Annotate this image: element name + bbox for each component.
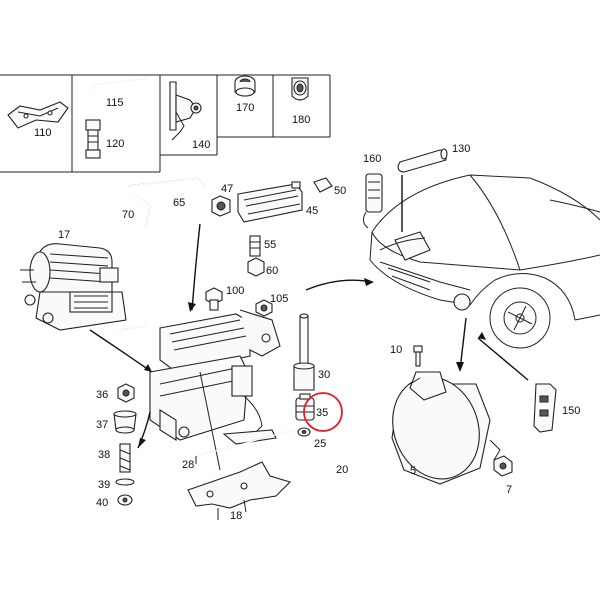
valve-unit-drawing bbox=[149, 309, 281, 471]
plug-part-drawing bbox=[291, 77, 309, 101]
label-110: 110 bbox=[34, 127, 52, 139]
label-170: 170 bbox=[236, 102, 254, 114]
label-120: 120 bbox=[106, 138, 124, 150]
line-28-drawing bbox=[195, 429, 297, 464]
label-35: 35 bbox=[316, 407, 328, 419]
bracket-150-drawing bbox=[533, 383, 557, 433]
shaft-30-drawing bbox=[293, 313, 315, 391]
label-38: 38 bbox=[98, 449, 110, 461]
fitting-55-60-drawing bbox=[247, 235, 265, 277]
label-17: 17 bbox=[58, 229, 70, 241]
label-5: 5 bbox=[410, 465, 416, 477]
highlight-circle bbox=[303, 392, 343, 432]
label-150: 150 bbox=[562, 405, 580, 417]
bracket-18-drawing bbox=[187, 461, 292, 520]
pressure-tank-drawing bbox=[391, 371, 501, 485]
label-37: 37 bbox=[96, 419, 108, 431]
label-50: 50 bbox=[334, 185, 346, 197]
car-front-drawing bbox=[369, 174, 600, 349]
label-55: 55 bbox=[264, 239, 276, 251]
valve-part-drawing bbox=[169, 81, 202, 141]
arrow-head bbox=[144, 364, 152, 372]
label-70: 70 bbox=[122, 209, 134, 221]
leader-line bbox=[305, 279, 373, 291]
leader-line bbox=[477, 337, 529, 381]
bracket-part-drawing bbox=[7, 101, 69, 129]
label-160: 160 bbox=[363, 153, 381, 165]
label-45: 45 bbox=[306, 205, 318, 217]
label-39: 39 bbox=[98, 479, 110, 491]
sensor-part-drawing bbox=[362, 173, 383, 229]
label-25: 25 bbox=[314, 438, 326, 450]
small-parts-column bbox=[113, 383, 137, 506]
label-28: 28 bbox=[182, 459, 194, 471]
arrow-head bbox=[138, 438, 146, 448]
leader-line bbox=[89, 329, 153, 373]
bolt-nut-drawing bbox=[205, 287, 273, 317]
label-18: 18 bbox=[230, 510, 242, 522]
label-180: 180 bbox=[292, 114, 310, 126]
label-100: 100 bbox=[226, 285, 244, 297]
label-105: 105 bbox=[270, 293, 288, 305]
arrow-head bbox=[364, 278, 374, 286]
rod-70-65-drawing bbox=[117, 177, 207, 344]
hose-20-drawing bbox=[300, 449, 333, 487]
arrow-head bbox=[478, 332, 486, 340]
spacer-25-drawing bbox=[297, 427, 311, 437]
label-140: 140 bbox=[192, 139, 210, 151]
label-115: 115 bbox=[106, 97, 124, 109]
label-47: 47 bbox=[221, 183, 233, 195]
grommet-part-drawing bbox=[234, 75, 256, 97]
label-60: 60 bbox=[266, 265, 278, 277]
label-30: 30 bbox=[318, 369, 330, 381]
drain-7-drawing bbox=[493, 455, 513, 477]
compressor-part-drawing bbox=[20, 243, 127, 331]
leader-line bbox=[191, 223, 201, 311]
label-36: 36 bbox=[96, 389, 108, 401]
leader-line bbox=[459, 317, 467, 371]
tube-part-drawing bbox=[397, 148, 448, 173]
fitting-part-drawing bbox=[85, 119, 101, 159]
label-40: 40 bbox=[96, 497, 108, 509]
label-20: 20 bbox=[336, 464, 348, 476]
label-130: 130 bbox=[452, 143, 470, 155]
bolt-10-drawing bbox=[413, 345, 423, 367]
arrow-head bbox=[456, 362, 464, 372]
arrow-head bbox=[188, 302, 196, 312]
rod-part-drawing bbox=[92, 77, 149, 115]
top-panel: 110 115 120 140 170 180 bbox=[0, 74, 331, 173]
label-65: 65 bbox=[173, 197, 185, 209]
valve-block-drawing bbox=[211, 177, 333, 223]
label-7: 7 bbox=[506, 484, 512, 496]
label-10: 10 bbox=[390, 344, 402, 356]
